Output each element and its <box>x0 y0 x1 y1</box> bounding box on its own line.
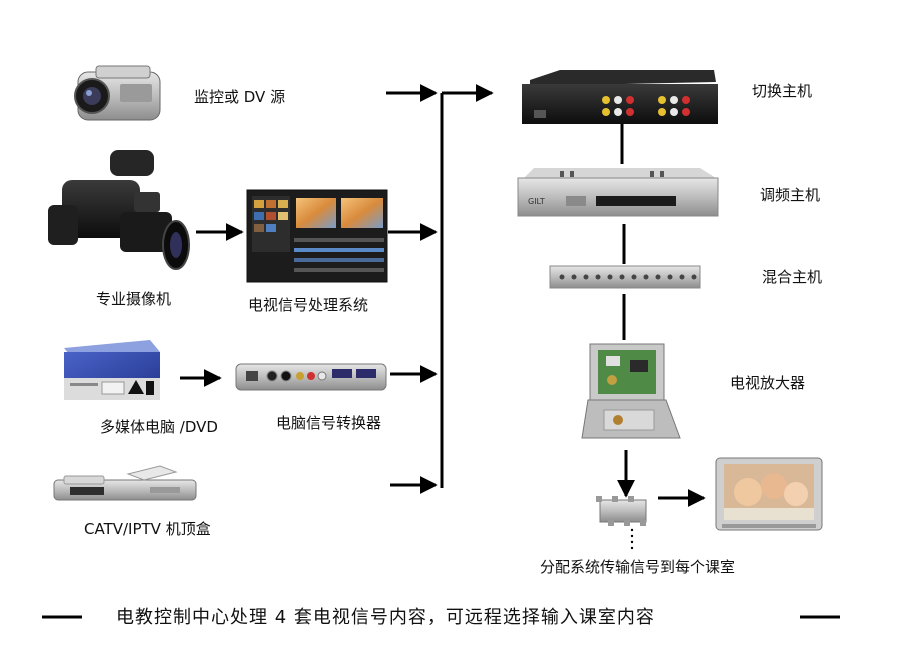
camcorder-image <box>74 65 161 121</box>
switcher-image <box>522 70 718 124</box>
multimedia-pc-label: 多媒体电脑 /DVD <box>100 418 218 436</box>
modulator-label: 调频主机 <box>760 186 820 204</box>
mixer-image <box>549 265 701 289</box>
switcher-label: 切换主机 <box>752 82 812 100</box>
distribution-label: 分配系统传输信号到每个课室 <box>540 558 735 576</box>
multimedia-pc-image <box>64 340 160 400</box>
converter-label: 电脑信号转换器 <box>276 414 381 432</box>
mixer-label: 混合主机 <box>762 268 822 286</box>
caption-text: 电教控制中心处理 4 套电视信号内容，可远程选择输入课室内容 <box>116 607 655 628</box>
settop-box-image <box>53 465 197 501</box>
editing-system-label: 电视信号处理系统 <box>248 296 368 314</box>
pro-camera-label: 专业摄像机 <box>96 290 171 308</box>
continuation-dots <box>630 528 634 550</box>
pro-camera-image <box>48 150 190 270</box>
modulator-brand: GILT <box>528 197 545 206</box>
editing-system-image <box>246 189 388 283</box>
converter-image <box>235 363 387 391</box>
signal-lines <box>180 84 706 507</box>
modulator-image: GILT <box>517 168 719 217</box>
television-image <box>715 457 823 531</box>
camcorder-label: 监控或 DV 源 <box>194 88 285 106</box>
splitter-image <box>596 496 647 526</box>
amplifier-image <box>581 343 681 439</box>
amplifier-label: 电视放大器 <box>730 374 805 392</box>
settop-box-label: CATV/IPTV 机顶盒 <box>84 520 211 538</box>
